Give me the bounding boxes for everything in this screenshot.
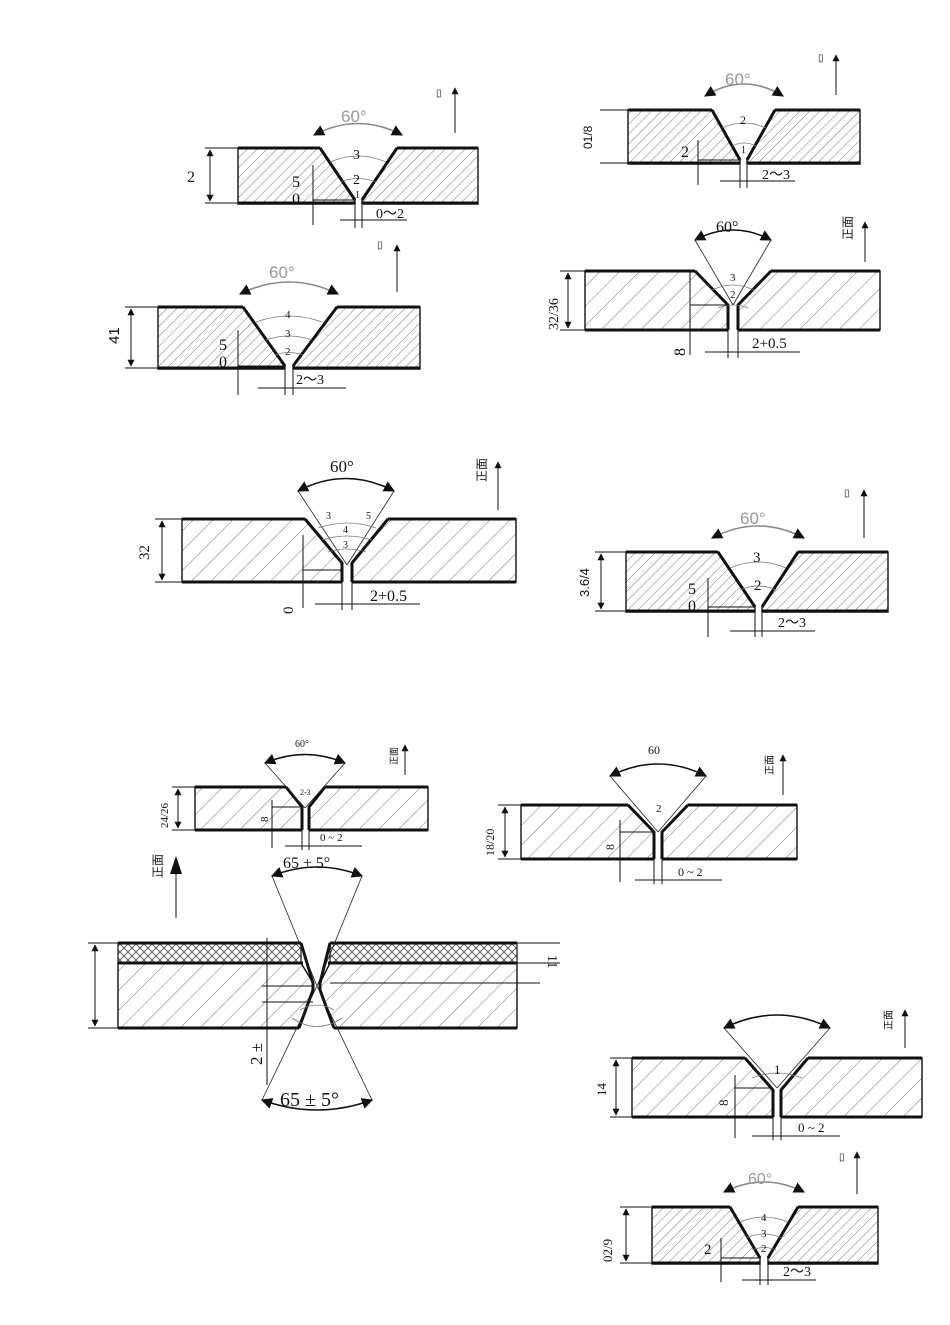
- joint-3-gap: 2～3: [762, 168, 790, 183]
- joint-6-gap: 2～3: [778, 616, 806, 631]
- joint-2-pass-4: 4: [285, 309, 291, 321]
- joint-4-angle: 60°: [716, 219, 738, 236]
- joint-8-angle: 60: [648, 743, 660, 757]
- joint-11-side-mark: ▯: [839, 1152, 845, 1163]
- joint-6-side-mark: ▯: [844, 488, 850, 499]
- joint-4-pass-2: 2: [730, 289, 736, 301]
- joint-7-root-face: 8: [259, 816, 271, 822]
- joint-9-side-mark: 正面: [151, 854, 165, 878]
- joint-9-root-face: 2 ±: [247, 1043, 266, 1065]
- joint-10-side-mark: 正面: [884, 1010, 895, 1030]
- joint-2: 60° 4 3 2 41 5 0 2～3 ▯: [106, 240, 421, 395]
- joint-10-root-face: 8: [716, 1100, 731, 1107]
- joint-2-angle: 60°: [269, 263, 295, 282]
- joint-1-gap: 0～2: [376, 207, 404, 222]
- joint-5: 60° 3 5 4 3 32 0 2+0.5 正面: [137, 457, 517, 615]
- joint-6-root-face: 5: [688, 581, 696, 598]
- joint-5-angle: 60°: [330, 457, 354, 476]
- joint-2-pass-3: 3: [285, 328, 291, 340]
- joint-4-root-face: 8: [672, 348, 689, 356]
- joint-8: 60 2 18/20 8 0 ~ 2 正面: [483, 743, 798, 884]
- joint-3-thickness: 01/8: [581, 125, 595, 149]
- joint-11-angle: 60°: [748, 1171, 772, 1188]
- joint-1-pass-2: 2: [353, 173, 360, 188]
- joint-9: 65 ± 5° 65 ± 5° 11 2 ± 正面: [88, 854, 560, 1111]
- joint-11-pass-4: 4: [761, 1212, 767, 1224]
- joint-11-pass-2: 2: [761, 1243, 767, 1255]
- joint-2-pass-2: 2: [285, 346, 291, 358]
- joint-6-thickness: 3.6/4: [577, 568, 592, 597]
- joint-1-pass-1: 1: [355, 190, 360, 201]
- joint-4: 60° 3 2 32/36 8 2+0.5 正面: [547, 216, 881, 358]
- joint-6: 60° 3 2 3.6/4 5 0 2～3 ▯: [577, 488, 889, 637]
- joint-5-gap: 2+0.5: [370, 588, 407, 605]
- joint-10-thickness: 14: [594, 1083, 609, 1097]
- joint-9-angle-bottom: 65 ± 5°: [280, 1089, 339, 1111]
- joint-5-side-mark: 正面: [475, 458, 489, 482]
- joint-2-side-mark: ▯: [377, 240, 383, 251]
- joint-3-pass-1: 1: [741, 145, 746, 156]
- joint-8-side-mark: 正面: [765, 755, 776, 775]
- joint-2-root-face: 5: [219, 337, 227, 354]
- joint-1-side-mark: ▯: [436, 88, 442, 99]
- joint-3: 60° 2 1 01/8 2 2～3 ▯: [581, 53, 861, 188]
- joint-6-angle: 60°: [740, 509, 766, 528]
- joint-3-angle: 60°: [725, 70, 751, 89]
- joint-5-pass-4: 4: [343, 525, 348, 536]
- joint-3-root-face: 2: [681, 144, 689, 161]
- joint-4-thickness: 32/36: [547, 298, 562, 330]
- joint-6-pass-2: 2: [754, 578, 762, 594]
- joint-11-root-face: 2: [704, 1242, 712, 1258]
- joint-5-root-face: 0: [281, 607, 297, 615]
- joint-7-thickness: 24/26: [159, 802, 171, 828]
- joint-3-pass-2: 2: [740, 113, 746, 127]
- joint-2-gap: 2～3: [296, 373, 324, 388]
- joint-11-pass-3: 3: [761, 1228, 767, 1240]
- joint-11-gap: 2～3: [783, 1265, 811, 1280]
- joint-10-pass: 1: [774, 1062, 781, 1077]
- joint-6-gap-base: 0: [688, 598, 696, 615]
- joint-2-gap-base: 0: [219, 354, 227, 371]
- joint-4-pass-3: 3: [730, 272, 736, 284]
- joint-9-angle-top: 65 ± 5°: [283, 855, 330, 872]
- joint-4-side-mark: 正面: [841, 216, 855, 240]
- joint-4-gap: 2+0.5: [752, 336, 787, 352]
- joint-5-pass-3a: 3: [326, 511, 331, 522]
- joint-7-gap: 0 ~ 2: [320, 832, 342, 844]
- joint-8-gap: 0 ~ 2: [678, 865, 703, 879]
- joint-1-gap-base: 0: [292, 191, 300, 208]
- joint-3-side-mark: ▯: [818, 53, 824, 64]
- joint-1-root-face: 5: [292, 174, 300, 191]
- joint-10-gap: 0 ~ 2: [798, 1120, 825, 1135]
- joint-9-thickness: 11: [544, 955, 559, 968]
- joint-2-thickness: 41: [106, 327, 123, 344]
- joint-7-side-mark: 正面: [389, 747, 399, 765]
- joint-6-pass-3: 3: [753, 550, 761, 566]
- joint-10: 1 14 8 0 ~ 2 正面: [594, 1009, 923, 1140]
- joint-5-thickness: 32: [137, 545, 153, 560]
- joint-1: 60° 3 2 1 2 5 0 0～2 ▯: [187, 87, 479, 228]
- joint-7-angle: 60°: [295, 739, 309, 750]
- joint-8-thickness: 18/20: [483, 829, 497, 856]
- joint-11: 60° 4 3 2 02/9 2 2～3 ▯: [600, 1151, 879, 1285]
- joint-7: 60° 2-3 24/26 8 0 ~ 2 正面: [159, 739, 429, 850]
- joint-5-pass-3b: 3: [343, 540, 348, 551]
- joint-7-pass: 2-3: [300, 788, 311, 797]
- joint-1-angle: 60°: [341, 107, 367, 126]
- joint-11-thickness: 02/9: [600, 1239, 615, 1262]
- joint-8-root-face: 8: [603, 844, 617, 850]
- joint-5-pass-5: 5: [366, 511, 371, 522]
- joint-8-pass: 2: [656, 803, 662, 815]
- joint-1-pass-3: 3: [353, 148, 360, 163]
- joint-1-thickness: 2: [187, 169, 195, 186]
